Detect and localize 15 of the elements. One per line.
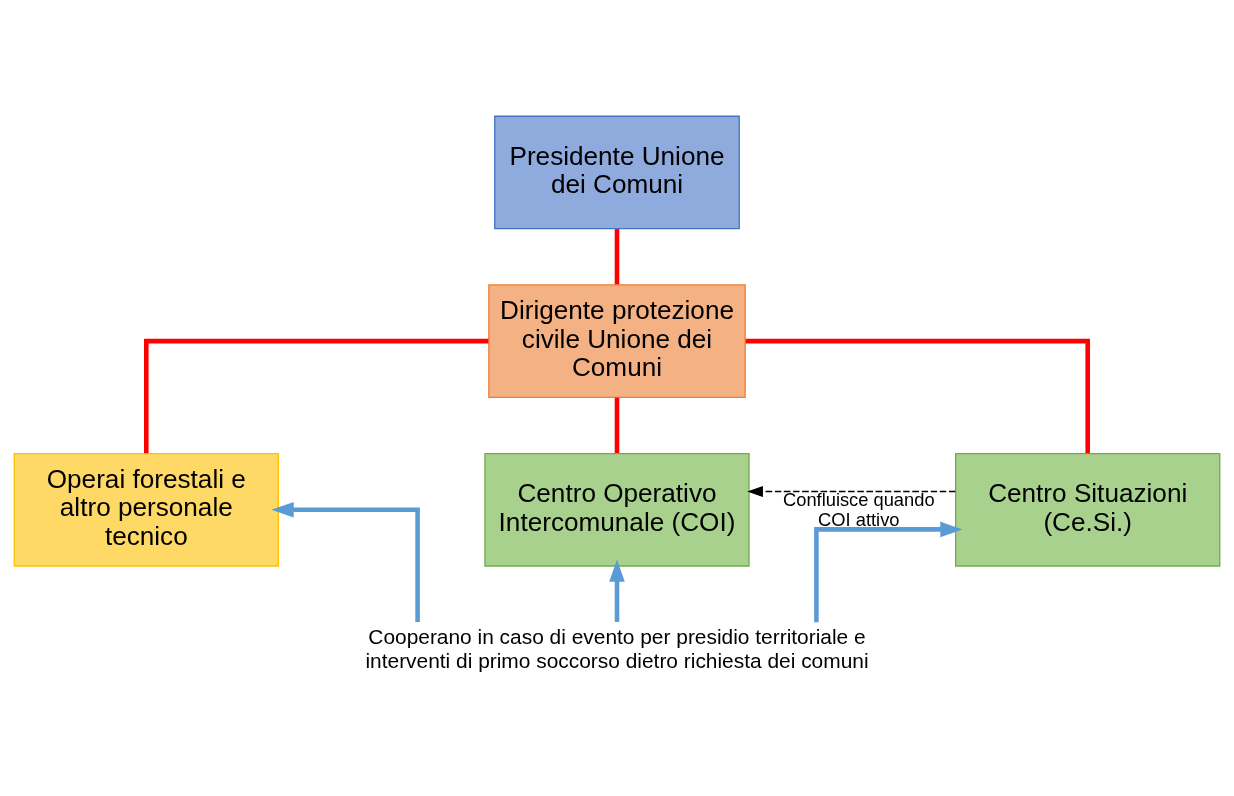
arrow bbox=[609, 559, 625, 622]
edge-label: Confluisce quando COI attivo bbox=[783, 489, 935, 530]
node-box: Centro Situazioni (Ce.Si.) bbox=[955, 452, 1221, 567]
node-text: Cooperano in caso di evento per presidio territoriale e interventi di primo soccorso dietro richiesta dei comuni bbox=[365, 625, 869, 672]
node-box: Dirigente protezione civile Unione dei Comuni bbox=[488, 284, 746, 398]
arrow bbox=[747, 486, 956, 497]
connector bbox=[144, 338, 489, 454]
arrow bbox=[271, 502, 420, 623]
connector bbox=[614, 397, 620, 453]
arrow bbox=[814, 521, 963, 623]
connector bbox=[745, 338, 1090, 454]
node-box: Centro Operativo Intercomunale (COI) bbox=[484, 452, 750, 567]
node-box: Presidente Unione dei Comuni bbox=[494, 115, 740, 230]
connector bbox=[614, 229, 620, 285]
node-box: Operai forestali e altro personale tecnico bbox=[13, 452, 279, 567]
